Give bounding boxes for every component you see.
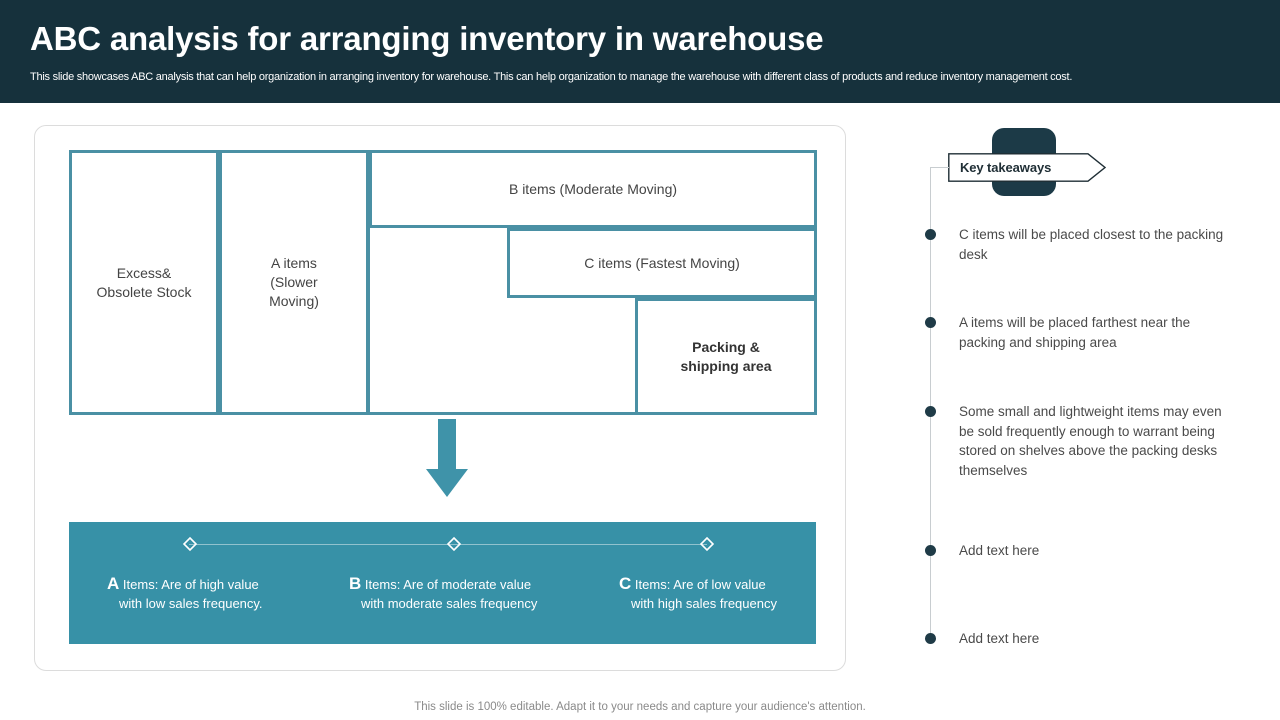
- abc-letter-c: C: [619, 574, 632, 593]
- bullet-icon: [925, 229, 936, 240]
- abc-item-b: B Items: Are of moderate value with mode…: [349, 574, 574, 613]
- bullet-icon: [925, 633, 936, 644]
- key-takeaways-timeline-line: [930, 167, 931, 639]
- warehouse-layout-diagram: Excess& Obsolete Stock A items (Slower M…: [69, 150, 817, 415]
- page-subtitle: This slide showcases ABC analysis that c…: [30, 71, 1073, 83]
- abc-letter-a: A: [107, 574, 120, 593]
- key-takeaway-text-4[interactable]: Add text here: [959, 543, 1040, 558]
- abc-summary-banner: A Items: Are of high value with low sale…: [69, 522, 816, 644]
- diamond-marker-icon-c: [699, 536, 715, 552]
- bullet-icon: [925, 317, 936, 328]
- diamond-marker-icon-a: [182, 536, 198, 552]
- packing-line-1: Packing &: [692, 338, 760, 355]
- abc-line1-a: Are of high value: [161, 577, 259, 592]
- key-takeaways-title: Key takeaways: [960, 160, 1052, 175]
- abc-prefix-a: Items:: [122, 577, 159, 592]
- key-takeaway-text-2: A items will be placed farthest near the…: [959, 315, 1191, 350]
- abc-line2-b: with moderate sales frequency: [361, 596, 538, 611]
- arrow-down-icon: [425, 419, 469, 499]
- slide-header: ABC analysis for arranging inventory in …: [0, 0, 1280, 103]
- warehouse-zone-b-items: B items (Moderate Moving): [369, 150, 817, 228]
- excess-stock-line-1: Excess&: [116, 264, 172, 281]
- bullet-icon: [925, 545, 936, 556]
- a-items-line-1: A items: [271, 255, 317, 271]
- bullet-icon: [925, 406, 936, 417]
- key-takeaways-panel: Key takeaways C items will be placed clo…: [900, 120, 1270, 680]
- warehouse-zone-c-items: C items (Fastest Moving): [507, 228, 817, 298]
- abc-letter-b: B: [349, 574, 362, 593]
- warehouse-zone-packing-shipping: Packing & shipping area: [635, 298, 817, 415]
- key-takeaway-text-3: Some small and lightweight items may eve…: [959, 404, 1222, 478]
- abc-line2-a: with low sales frequency.: [119, 596, 263, 611]
- abc-prefix-c: Items:: [634, 577, 671, 592]
- a-items-line-3: Moving): [269, 293, 319, 309]
- packing-line-2: shipping area: [680, 357, 772, 374]
- abc-line1-c: Are of low value: [673, 577, 766, 592]
- key-takeaways-connector-stub: [930, 167, 949, 168]
- abc-line1-b: Are of moderate value: [403, 577, 532, 592]
- key-takeaway-text-1: C items will be placed closest to the pa…: [959, 227, 1224, 262]
- abc-line2-c: with high sales frequency: [631, 596, 777, 611]
- abc-item-c: C Items: Are of low value with high sale…: [619, 574, 819, 613]
- warehouse-zone-a-items: A items (Slower Moving): [219, 150, 369, 415]
- a-items-line-2: (Slower: [270, 274, 318, 290]
- page-title: ABC analysis for arranging inventory in …: [30, 20, 824, 57]
- abc-item-a: A Items: Are of high value with low sale…: [107, 574, 322, 613]
- footer-note: This slide is 100% editable. Adapt it to…: [414, 701, 866, 713]
- main-content-card: Excess& Obsolete Stock A items (Slower M…: [34, 125, 846, 671]
- key-takeaway-text-5[interactable]: Add text here: [959, 631, 1040, 646]
- key-takeaways-banner-shape: [948, 153, 1107, 182]
- excess-stock-line-2: Obsolete Stock: [96, 283, 192, 300]
- b-items-label: B items (Moderate Moving): [508, 181, 678, 197]
- diamond-marker-icon-b: [446, 536, 462, 552]
- c-items-label: C items (Fastest Moving): [584, 255, 740, 271]
- abc-prefix-b: Items:: [364, 577, 401, 592]
- warehouse-zone-excess-obsolete-stock: Excess& Obsolete Stock: [69, 150, 219, 415]
- warehouse-zone-divider: [367, 150, 370, 415]
